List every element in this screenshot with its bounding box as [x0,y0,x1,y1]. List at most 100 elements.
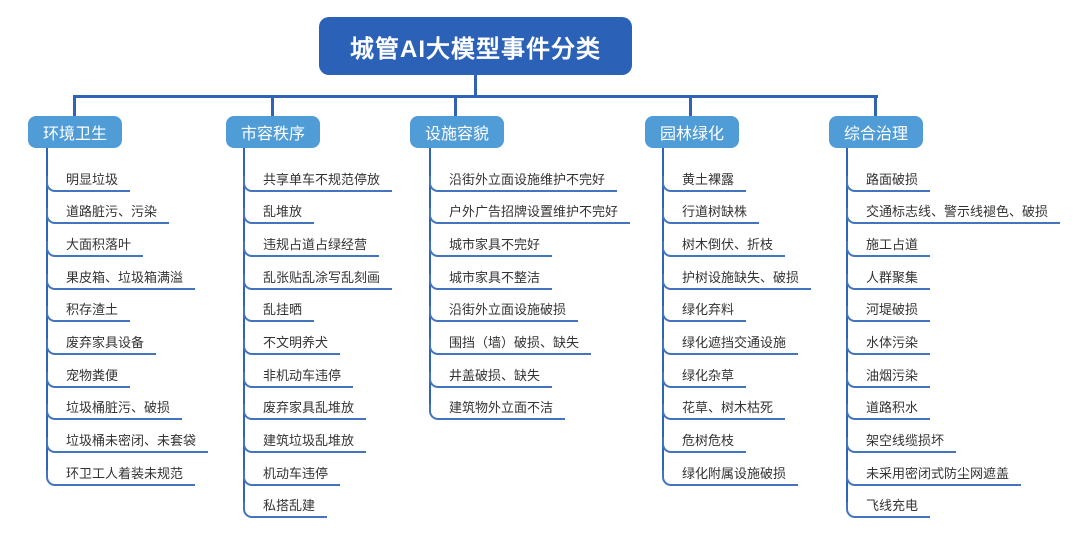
event-item-node[interactable]: 绿化杂草 [662,355,747,388]
event-item-label: 树木倒伏、折枝 [682,236,774,252]
event-item-node[interactable]: 不文明养犬 [243,322,341,355]
event-item-node[interactable]: 行道树缺株 [662,192,760,225]
event-item-node[interactable]: 树木倒伏、折枝 [662,224,786,257]
category-stub-connector [874,95,877,117]
category-node-4[interactable]: 园林绿化 [645,116,739,148]
event-item-node[interactable]: 绿化弃料 [662,290,747,323]
event-item-node[interactable]: 绿化遮挡交通设施 [662,322,799,355]
event-item-label: 绿化遮挡交通设施 [682,334,787,350]
category-item-list: 明显垃圾道路脏污、污染大面积落叶果皮箱、垃圾箱满溢积存渣土废弃家具设备宠物粪便垃… [46,159,209,486]
category-stub-connector [454,95,457,117]
event-item-label: 明显垃圾 [66,171,119,187]
event-item-node[interactable]: 城市家具不完好 [429,224,553,257]
event-item-node[interactable]: 废弃家具乱堆放 [243,388,367,421]
event-item-node[interactable]: 共享单车不规范停放 [243,159,393,192]
event-item-label: 人群聚集 [866,269,919,285]
event-item-node[interactable]: 井盖破损、缺失 [429,355,553,388]
event-item-node[interactable]: 花草、树木枯死 [662,388,786,421]
event-item-node[interactable]: 人群聚集 [846,257,931,290]
event-item-node[interactable]: 宠物粪便 [46,355,131,388]
trunk-connector [846,148,848,506]
event-item-label: 施工占道 [866,236,919,252]
root-stem-connector [474,73,477,96]
category-stub-connector [73,95,76,117]
event-item-node[interactable]: 废弃家具设备 [46,322,157,355]
event-item-node[interactable]: 路面破损 [846,159,931,192]
event-item-label: 道路脏污、污染 [66,204,158,220]
event-item-node[interactable]: 建筑垃圾乱堆放 [243,420,367,453]
event-item-node[interactable]: 未采用密闭式防尘网遮盖 [846,453,1022,486]
category-label: 环境卫生 [42,126,107,143]
trunk-connector [243,148,245,506]
event-item-node[interactable]: 户外广告招牌设置维护不完好 [429,192,631,225]
event-item-label: 废弃家具乱堆放 [263,400,355,416]
event-item-node[interactable]: 油烟污染 [846,355,931,388]
event-item-node[interactable]: 乱堆放 [243,192,315,225]
root-node-label: 城管AI大模型事件分类 [350,35,601,63]
event-item-node[interactable]: 果皮箱、垃圾箱满溢 [46,257,196,290]
category-label: 设施容貌 [424,126,489,143]
event-item-label: 沿街外立面设施破损 [449,302,567,318]
event-item-label: 飞线充电 [866,498,919,514]
category-node-1[interactable]: 环境卫生 [28,116,122,148]
event-item-node[interactable]: 水体污染 [846,322,931,355]
root-node[interactable]: 城管AI大模型事件分类 [319,17,632,75]
event-item-node[interactable]: 违规占道占绿经营 [243,224,380,257]
event-item-label: 果皮箱、垃圾箱满溢 [66,269,184,285]
event-item-label: 沿街外立面设施维护不完好 [449,171,606,187]
event-item-label: 黄土裸露 [682,171,735,187]
event-item-node[interactable]: 乱张贴乱涂写乱刻画 [243,257,393,290]
event-item-node[interactable]: 城市家具不整洁 [429,257,553,290]
category-node-3[interactable]: 设施容貌 [410,116,504,148]
category-item-list: 黄土裸露行道树缺株树木倒伏、折枝护树设施缺失、破损绿化弃料绿化遮挡交通设施绿化杂… [662,159,812,486]
event-item-label: 户外广告招牌设置维护不完好 [449,204,619,220]
category-stub-connector [689,95,692,117]
event-item-node[interactable]: 非机动车违停 [243,355,354,388]
event-item-label: 共享单车不规范停放 [263,171,381,187]
category-stub-connector [271,95,274,117]
event-item-node[interactable]: 积存渣土 [46,290,131,323]
event-item-label: 城市家具不完好 [449,236,541,252]
event-item-node[interactable]: 施工占道 [846,224,931,257]
event-item-node[interactable]: 明显垃圾 [46,159,131,192]
event-item-node[interactable]: 道路积水 [846,388,931,421]
category-item-list: 共享单车不规范停放乱堆放违规占道占绿经营乱张贴乱涂写乱刻画乱挂晒不文明养犬非机动… [243,159,393,519]
event-item-node[interactable]: 架空线缆损坏 [846,420,957,453]
event-item-node[interactable]: 沿街外立面设施维护不完好 [429,159,618,192]
event-item-node[interactable]: 大面积落叶 [46,224,144,257]
event-item-node[interactable]: 沿街外立面设施破损 [429,290,579,323]
event-item-node[interactable]: 护树设施缺失、破损 [662,257,812,290]
event-item-node[interactable]: 乱挂晒 [243,290,315,323]
event-item-label: 乱挂晒 [263,302,303,318]
event-item-node[interactable]: 道路脏污、污染 [46,192,170,225]
event-item-label: 垃圾桶脏污、破损 [66,400,171,416]
event-item-node[interactable]: 建筑物外立面不洁 [429,388,566,421]
event-item-node[interactable]: 围挡（墙）破损、缺失 [429,322,592,355]
event-item-node[interactable]: 河堤破损 [846,290,931,323]
category-node-5[interactable]: 综合治理 [829,116,923,148]
event-item-label: 违规占道占绿经营 [263,236,368,252]
category-item-list: 沿街外立面设施维护不完好户外广告招牌设置维护不完好城市家具不完好城市家具不整洁沿… [429,159,631,421]
category-label: 综合治理 [843,126,908,143]
event-item-label: 废弃家具设备 [66,334,145,350]
event-item-label: 河堤破损 [866,302,919,318]
event-item-label: 积存渣土 [66,302,119,318]
event-item-label: 架空线缆损坏 [866,432,945,448]
event-item-node[interactable]: 环卫工人着装未规范 [46,453,196,486]
event-item-node[interactable]: 垃圾桶未密闭、未套袋 [46,420,209,453]
event-item-node[interactable]: 交通标志线、警示线褪色、破损 [846,192,1061,225]
event-item-label: 垃圾桶未密闭、未套袋 [66,432,197,448]
event-item-node[interactable]: 黄土裸露 [662,159,747,192]
event-item-label: 宠物粪便 [66,367,119,383]
event-item-label: 油烟污染 [866,367,919,383]
event-item-node[interactable]: 危树危枝 [662,420,747,453]
event-item-label: 乱张贴乱涂写乱刻画 [263,269,381,285]
event-item-node[interactable]: 垃圾桶脏污、破损 [46,388,183,421]
horizontal-connector [74,95,878,98]
event-item-node[interactable]: 绿化附属设施破损 [662,453,799,486]
event-item-node[interactable]: 飞线充电 [846,486,931,519]
category-node-2[interactable]: 市容秩序 [226,116,320,148]
event-item-node[interactable]: 机动车违停 [243,453,341,486]
event-item-node[interactable]: 私搭乱建 [243,486,328,519]
